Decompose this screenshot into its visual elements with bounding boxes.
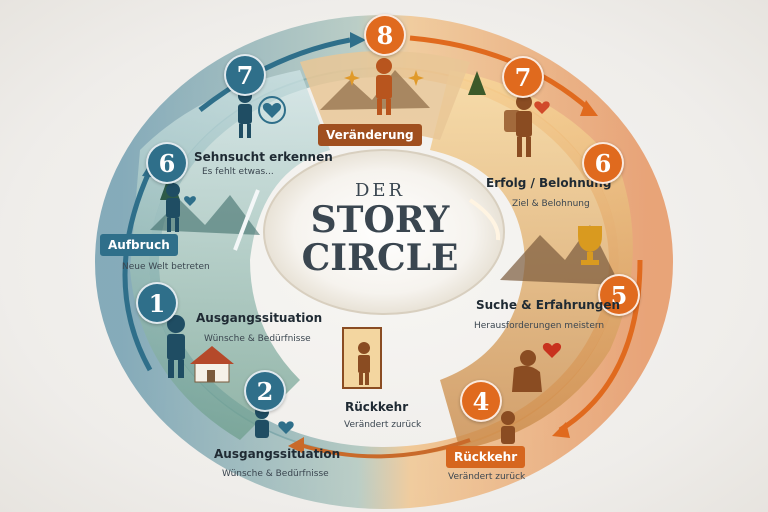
arrow-head-top-right — [580, 100, 598, 116]
title-line-3: CIRCLE — [301, 237, 459, 279]
figure-bottom-right — [501, 411, 515, 444]
label-bottom-left-subtitle: Wünsche & Bedürfnisse — [222, 469, 329, 479]
step-number-right-low: 5 — [598, 274, 640, 316]
heart-icon-bottom-left — [278, 421, 294, 434]
label-bottom-mid-title: Rückkehr — [345, 400, 409, 414]
heart-icon-right-upper — [534, 101, 550, 114]
label-left-low-subtitle: Wünsche & Bedürfnisse — [204, 334, 311, 344]
step-number-top: 8 — [364, 14, 406, 56]
step-number-left-upper: 7 — [224, 54, 266, 96]
heart-icon-top-left — [262, 103, 282, 118]
label-bottom-right-subtitle: Verändert zurück — [448, 472, 526, 482]
tree-right — [468, 71, 486, 95]
figure-right-low — [512, 350, 542, 392]
arrow-head-right — [552, 422, 570, 438]
arrow-head-bottom — [288, 437, 304, 454]
sparkle-icon — [344, 70, 360, 86]
label-right-upper-subtitle: Ziel & Belohnung — [512, 199, 590, 209]
label-bottom-left-title: Ausgangssituation — [214, 447, 341, 461]
arrow-head-top-left — [350, 32, 366, 48]
center-oval — [263, 149, 505, 315]
title-line-1: DER — [354, 180, 406, 201]
step-number-bottom-right: 4 — [460, 380, 502, 422]
label-left-mid-subtitle: Neue Welt betreten — [122, 262, 210, 272]
figure-left-mid — [166, 183, 180, 232]
ribbon-bottom-right: Rückkehr — [446, 446, 526, 468]
ribbon-left-mid: Aufbruch — [100, 234, 178, 256]
label-left-upper-subtitle: Es fehlt etwas... — [202, 167, 274, 177]
arrow-left — [122, 168, 153, 372]
broken-heart-icon — [542, 343, 562, 358]
step-number-bottom-left: 2 — [244, 370, 286, 412]
inner-arrow-left — [233, 189, 260, 251]
speech-bubble-icon — [258, 96, 286, 124]
center-title: DER STORY CIRCLE — [270, 180, 490, 277]
mountains-top — [320, 70, 430, 110]
figure-door — [342, 327, 382, 389]
title-line-2: STORY — [310, 199, 450, 241]
step-number-right-mid: 6 — [582, 142, 624, 184]
figure-top — [376, 58, 392, 115]
house-icon — [190, 346, 234, 383]
label-left-upper-title: Sehnsucht erkennen — [194, 150, 333, 164]
label-right-upper-title: Erfolg / Belohnung — [486, 176, 612, 190]
sparkle-icon-2 — [408, 70, 424, 86]
figure-left-low — [167, 315, 185, 378]
ribbon-top: Veränderung — [318, 124, 422, 146]
inner-arrow-right — [468, 198, 501, 241]
label-bottom-mid-subtitle: Verändert zurück — [344, 420, 422, 430]
step-number-left-low: 1 — [136, 282, 178, 324]
label-right-low-subtitle: Herausforderungen meistern — [474, 321, 605, 331]
step-number-right-upper: 7 — [502, 56, 544, 98]
heart-icon-left-mid — [184, 196, 196, 206]
trophy-icon — [578, 226, 602, 265]
step-number-left-mid: 6 — [146, 142, 188, 184]
label-left-low-title: Ausgangssituation — [196, 311, 323, 325]
arrow-top-left — [198, 37, 351, 112]
figure-right-upper — [504, 94, 532, 157]
label-right-low-title: Suche & Erfahrungen — [476, 298, 621, 312]
